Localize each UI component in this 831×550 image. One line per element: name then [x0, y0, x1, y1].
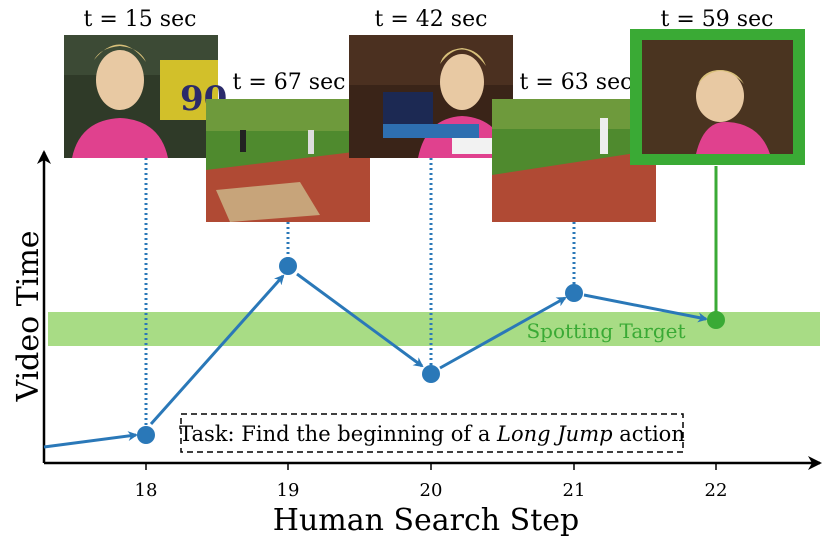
- path-segment-20-21: [439, 296, 567, 370]
- path-segment-start: [43, 431, 138, 449]
- point-step-19: [279, 257, 297, 275]
- path-segment-21-22: [583, 293, 708, 323]
- frame-step-18: t = 15 sec 90: [64, 7, 227, 158]
- point-step-20: [422, 365, 440, 383]
- data-points: [137, 257, 725, 444]
- point-step-18: [137, 426, 155, 444]
- point-step-21: [565, 284, 583, 302]
- y-axis-label: Video Time: [11, 230, 46, 402]
- frame-label-step-18: t = 15 sec: [84, 7, 197, 32]
- x-axis-label: Human Search Step: [273, 503, 579, 538]
- frame-step-22-target: t = 59 sec: [630, 7, 805, 165]
- frame-label-step-20: t = 42 sec: [375, 7, 488, 32]
- tick-label-21: 21: [563, 480, 586, 501]
- frame-label-step-21: t = 63 sec: [520, 70, 633, 95]
- task-italic: Long Jump: [496, 422, 613, 446]
- path-segment-18-19: [149, 274, 285, 425]
- task-suffix: action: [613, 422, 685, 446]
- tick-label-18: 18: [135, 480, 158, 501]
- x-ticks: 18 19 20 21 22: [135, 463, 728, 501]
- target-band: [48, 312, 820, 346]
- tick-label-20: 20: [420, 480, 443, 501]
- task-box: Task: Find the beginning of a Long Jump …: [179, 413, 685, 453]
- frame-step-21: t = 63 sec: [492, 70, 656, 222]
- tick-label-19: 19: [277, 480, 300, 501]
- path-segment-19-20: [296, 272, 424, 368]
- frame-step-19: t = 67 sec: [206, 70, 370, 222]
- frame-label-step-22: t = 59 sec: [661, 7, 774, 32]
- search-path: [43, 272, 708, 449]
- point-step-22: [707, 311, 725, 329]
- target-band-label: Spotting Target: [526, 319, 685, 343]
- frame-step-20: t = 42 sec: [349, 7, 513, 158]
- task-text: Task: Find the beginning of a Long Jump …: [179, 422, 685, 446]
- task-prefix: Task: Find the beginning of a: [179, 422, 497, 446]
- frame-label-step-19: t = 67 sec: [233, 70, 346, 95]
- tick-label-22: 22: [705, 480, 728, 501]
